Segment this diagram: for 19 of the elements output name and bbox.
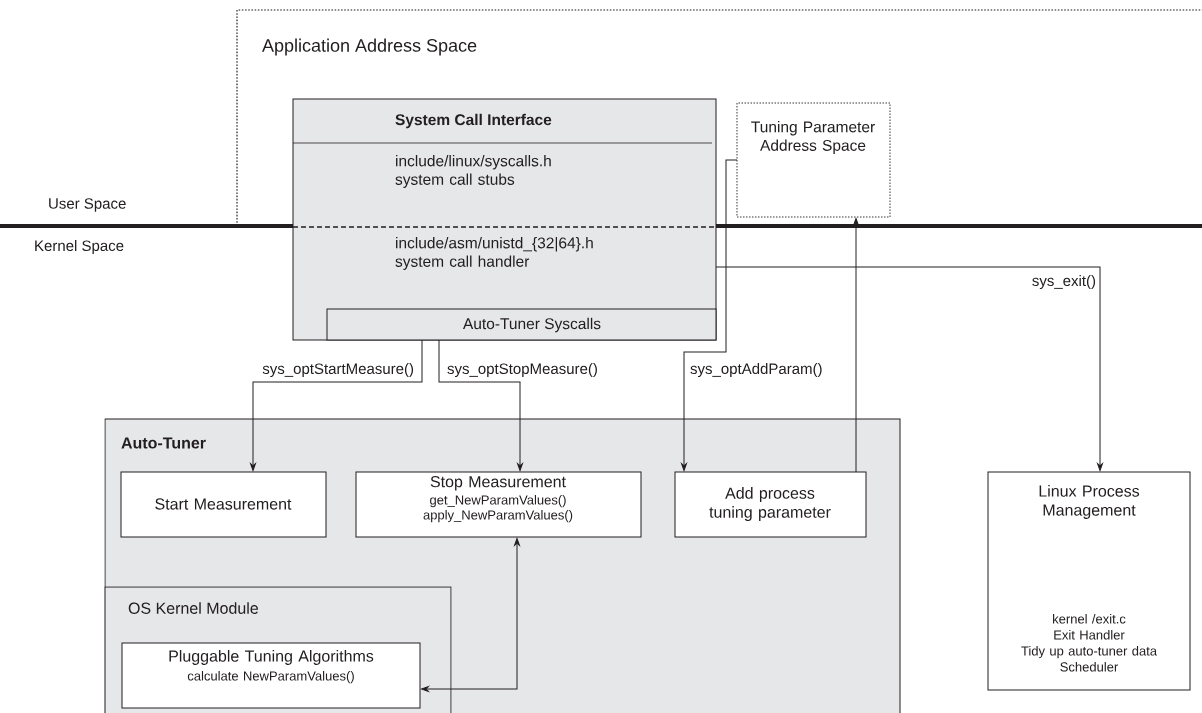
arrow xyxy=(250,339,423,471)
edge-label: sys_optStopMeasure() xyxy=(446,362,599,378)
arrow xyxy=(853,218,859,473)
syscalls-box: Auto-Tuner Syscalls xyxy=(326,308,717,341)
space-label: Kernel Space xyxy=(35,240,124,254)
process-box: Pluggable Tuning Algorithms calculate NewParamValues() xyxy=(121,642,421,709)
edge-label: sys_optStartMeasure() xyxy=(261,362,415,378)
process-box: Start Measurement xyxy=(120,471,327,538)
arrow xyxy=(715,266,1103,471)
edge-label: sys_exit() xyxy=(1030,274,1097,290)
space-label: User Space xyxy=(49,198,126,212)
address-space-box: Tuning Parameter Address Space xyxy=(736,102,891,218)
process-box: Add process tuning parameter xyxy=(674,471,867,538)
edge-label: sys_optAddParam() xyxy=(689,362,824,378)
process-box: Linux Process Management kernel /exit.c Exit Handler Tidy up auto-tuner data Scheduler xyxy=(987,471,1191,691)
arrow xyxy=(438,339,523,471)
process-box: Stop Measurement get_NewParamValues() apply_NewParamValues() xyxy=(355,471,642,538)
arrow xyxy=(421,538,520,692)
arrow xyxy=(681,159,738,471)
